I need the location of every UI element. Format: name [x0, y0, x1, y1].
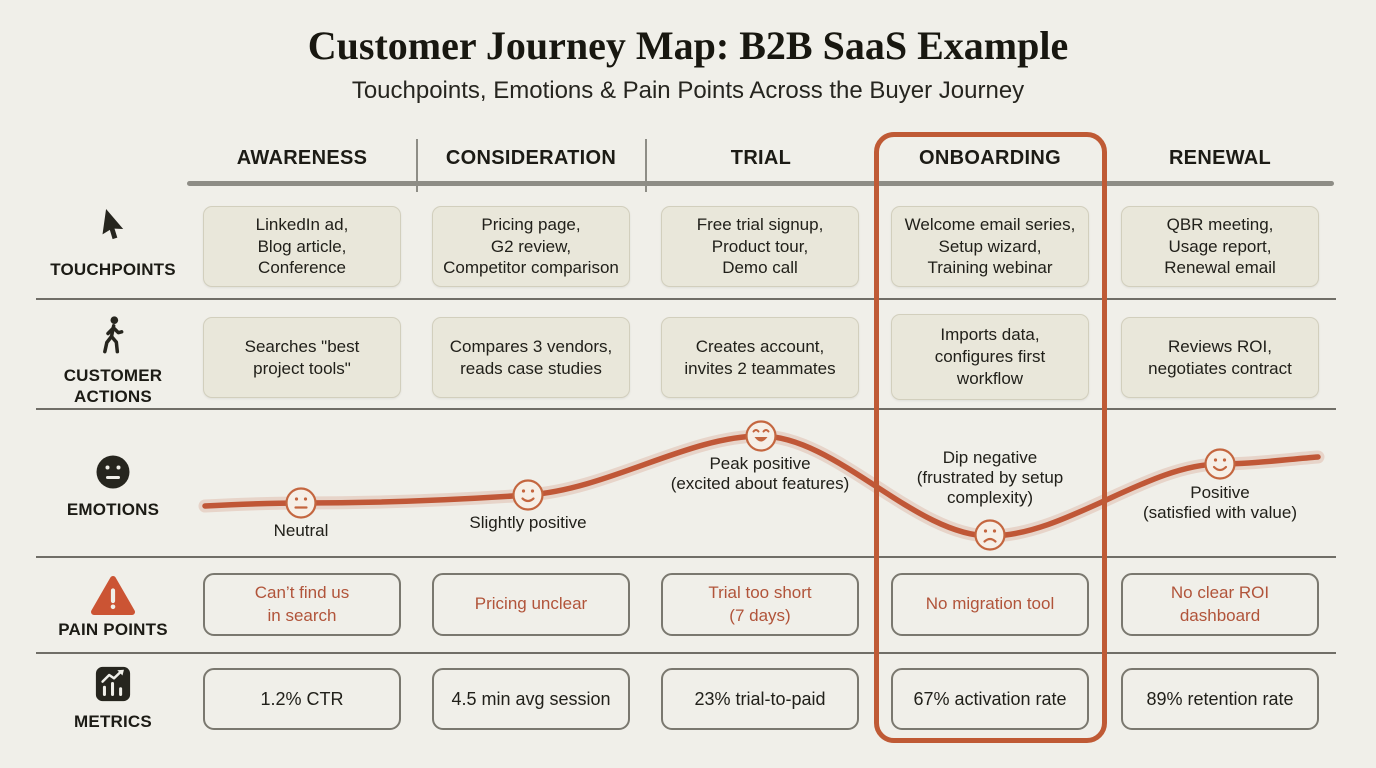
emotion-label-peak-positive: Peak positive (excited about features): [670, 454, 850, 494]
cursor-icon: [102, 209, 124, 240]
stage-header-awareness: AWARENESS: [236, 147, 368, 169]
slight-smile-face-marker-icon: [512, 479, 544, 511]
actions-card-consideration: Compares 3 vendors, reads case studies: [432, 317, 630, 398]
stage-header-consideration: CONSIDERATION: [445, 147, 617, 169]
bar-chart-icon: [95, 666, 131, 702]
touchpoints-card-trial: Free trial signup, Product tour, Demo ca…: [661, 206, 859, 287]
header-divider: [645, 139, 647, 192]
header-divider: [416, 139, 418, 192]
pain-card-awareness: Can’t find us in search: [203, 573, 401, 636]
emotion-label-dip-negative: Dip negative (frustrated by setup comple…: [916, 448, 1064, 508]
neutral-face-marker-icon: [285, 487, 317, 519]
metric-card-renewal: 89% retention rate: [1121, 668, 1319, 730]
row-separator: [36, 556, 1336, 558]
frowning-face-marker-icon: [974, 519, 1006, 551]
page-subtitle: Touchpoints, Emotions & Pain Points Acro…: [351, 77, 1025, 104]
warning-triangle-icon: [91, 576, 135, 615]
row-separator: [36, 652, 1336, 654]
neutral-face-icon: [96, 455, 130, 489]
pain-card-trial: Trial too short (7 days): [661, 573, 859, 636]
touchpoints-card-onboarding: Welcome email series, Setup wizard, Trai…: [891, 206, 1089, 287]
actions-card-renewal: Reviews ROI, negotiates contract: [1121, 317, 1319, 398]
pain-card-consideration: Pricing unclear: [432, 573, 630, 636]
smiling-face-marker-icon: [1204, 448, 1236, 480]
row-label-touchpoints: TOUCHPOINTS: [50, 260, 176, 279]
actions-card-onboarding: Imports data, configures first workflow: [891, 314, 1089, 400]
pain-card-onboarding: No migration tool: [891, 573, 1089, 636]
emotion-label-positive: Positive (satisfied with value): [1142, 483, 1297, 523]
touchpoints-card-awareness: LinkedIn ad, Blog article, Conference: [203, 206, 401, 287]
walking-person-icon: [103, 316, 124, 354]
page-title: Customer Journey Map: B2B SaaS Example: [307, 23, 1069, 68]
stage-header-trial: TRIAL: [730, 147, 792, 169]
row-label-metrics: METRICS: [74, 712, 152, 731]
metric-card-awareness: 1.2% CTR: [203, 668, 401, 730]
pain-card-renewal: No clear ROI dashboard: [1121, 573, 1319, 636]
row-separator: [36, 408, 1336, 410]
emotion-label-neutral: Neutral: [273, 521, 329, 540]
stage-header-onboarding: ONBOARDING: [919, 147, 1061, 169]
grinning-face-marker-icon: [745, 420, 777, 452]
row-label-customer-actions: CUSTOMER ACTIONS: [63, 366, 163, 407]
touchpoints-card-renewal: QBR meeting, Usage report, Renewal email: [1121, 206, 1319, 287]
metric-card-trial: 23% trial-to-paid: [661, 668, 859, 730]
actions-card-trial: Creates account, invites 2 teammates: [661, 317, 859, 398]
row-separator: [36, 298, 1336, 300]
header-underline-bar: [187, 181, 1334, 186]
emotion-label-slightly-positive: Slightly positive: [469, 513, 587, 532]
row-label-pain-points: PAIN POINTS: [58, 620, 168, 639]
metric-card-onboarding: 67% activation rate: [891, 668, 1089, 730]
stage-header-renewal: RENEWAL: [1168, 147, 1272, 169]
actions-card-awareness: Searches "best project tools": [203, 317, 401, 398]
metric-card-consideration: 4.5 min avg session: [432, 668, 630, 730]
touchpoints-card-consideration: Pricing page, G2 review, Competitor comp…: [432, 206, 630, 287]
row-label-emotions: EMOTIONS: [66, 500, 160, 519]
